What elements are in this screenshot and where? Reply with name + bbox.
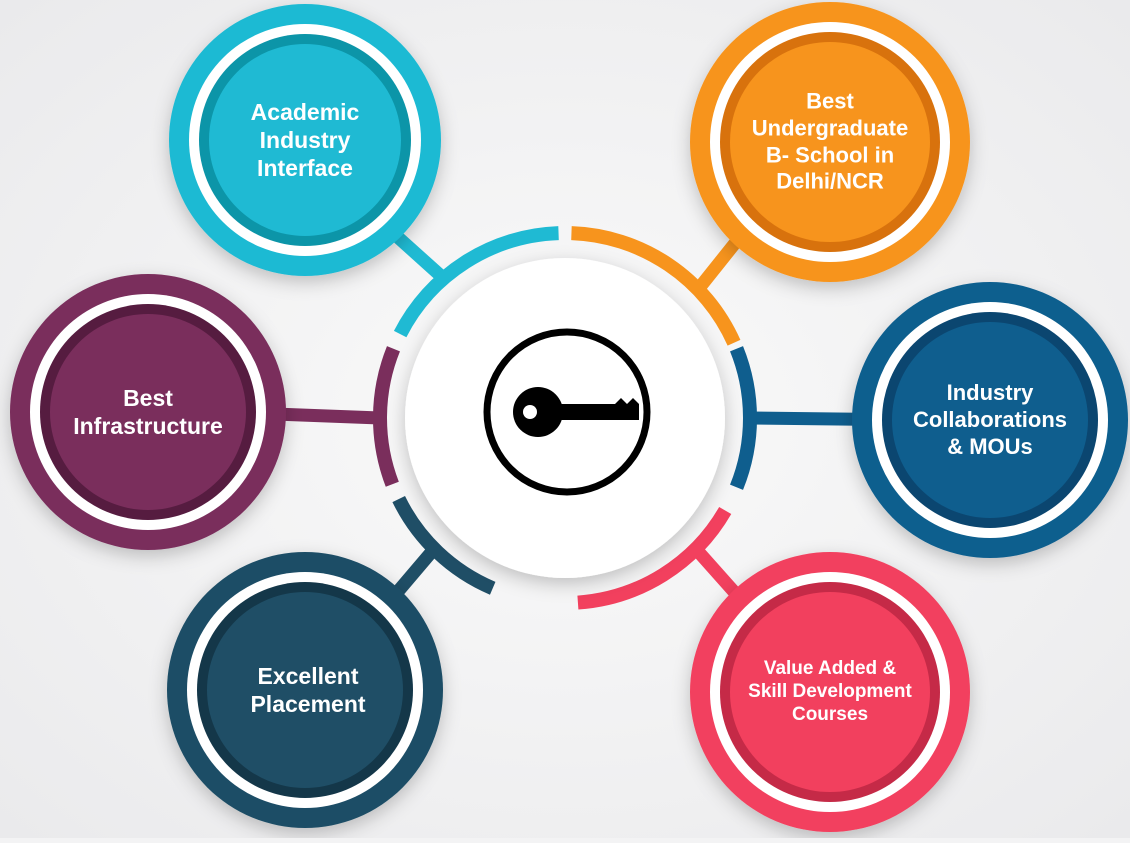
best-undergraduate-b-school-label-line: Undergraduate [751,115,909,141]
industry-collaborations-mous-connector [749,411,871,426]
best-undergraduate-b-school-inner-disc [730,42,930,242]
best-undergraduate-b-school-label-line: B- School in [765,142,895,167]
excellent-placement-label-line: Excellent [257,662,359,689]
value-added-skill-development-courses-arc [577,506,732,610]
best-infrastructure-label-line: Infrastructure [73,413,223,439]
industry-collaborations-mous-bubble [852,282,1128,558]
key-icon-ring [483,328,651,496]
academic-industry-interface-bubble [169,4,441,276]
excellent-placement-arc [392,495,496,595]
industry-collaborations-mous-arc [730,346,757,490]
best-infrastructure-inner-disc [50,314,246,510]
industry-collaborations-mous-label-line: & MOUs [947,433,1033,459]
key-icon-bow [513,387,563,437]
best-undergraduate-b-school-arc [571,226,741,346]
academic-industry-interface-inner-disc [209,44,401,236]
industry-collaborations-mous-label-line: Industry [946,379,1034,405]
value-added-skill-development-courses-bubble [690,552,970,832]
academic-industry-interface-label-line: Industry [259,126,351,153]
excellent-placement-inner-disc [207,592,403,788]
value-added-skill-development-courses-inner-disc [730,592,930,792]
best-infrastructure-label-line: Best [123,384,173,411]
best-infrastructure-arc [373,346,400,487]
best-undergraduate-b-school-bubble [690,2,970,282]
best-undergraduate-b-school-label-line: Best [806,88,854,114]
value-added-skill-development-courses-label-line: Courses [791,704,869,726]
academic-industry-interface-label-line: Interface [257,155,353,182]
key-icon-teeth [615,398,639,420]
excellent-placement-label-line: Placement [250,691,366,717]
industry-collaborations-mous-label-line: Collaborations [912,406,1068,432]
best-infrastructure-connector [267,407,381,425]
industry-collaborations-mous-inner-disc [892,322,1088,518]
key-icon-hole [523,405,537,419]
key-icon [483,328,651,496]
value-added-skill-development-courses-label-line: Value Added & [763,658,897,680]
academic-industry-interface-arc [393,226,559,338]
key-icon-shaft [555,404,615,420]
value-added-skill-development-courses-label-line: Skill Development [748,681,912,703]
best-infrastructure-bubble [10,274,286,550]
excellent-placement-bubble [167,552,443,828]
academic-industry-interface-label-line: Academic [250,98,360,125]
best-undergraduate-b-school-label-line: Delhi/NCR [776,168,884,194]
